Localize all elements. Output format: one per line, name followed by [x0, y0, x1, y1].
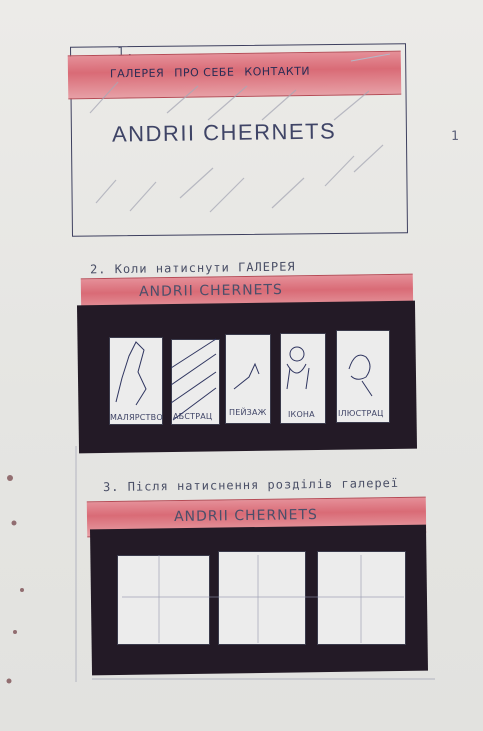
gallery-panel-illustration[interactable] — [336, 330, 390, 423]
gallery-panel-icon[interactable] — [280, 333, 326, 424]
panel-caption-icon: ІКОНА — [288, 410, 315, 419]
section-panel-1[interactable] — [117, 555, 210, 645]
gallery-panel-abstract[interactable] — [171, 339, 220, 425]
gallery-panel-painting[interactable] — [109, 337, 163, 425]
panel-caption-illustration: ІЛЮСТРАЦ — [338, 409, 384, 418]
section-panel-3[interactable] — [317, 551, 406, 645]
panel-caption-landscape: ПЕЙЗАЖ — [229, 408, 267, 417]
panel-caption-abstract: АБСТРАЦ — [173, 412, 213, 421]
gallery-panel-landscape[interactable] — [225, 334, 271, 424]
section-panel-2[interactable] — [218, 551, 306, 645]
panel-caption-painting: МАЛЯРСТВО — [110, 413, 163, 422]
